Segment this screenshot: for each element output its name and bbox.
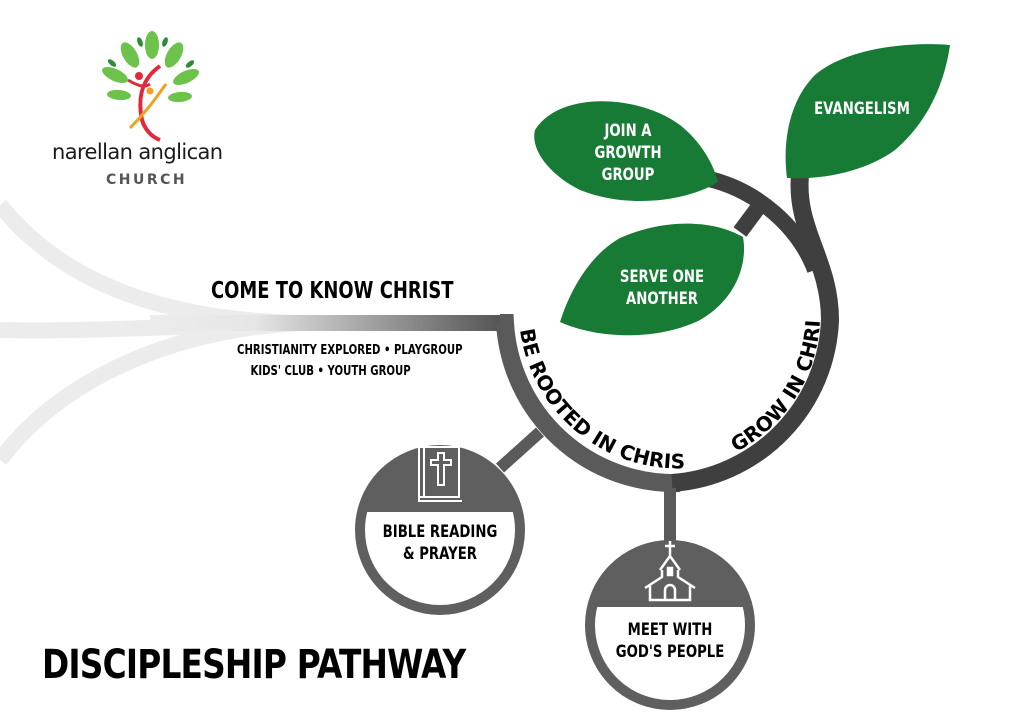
church-logo-icon	[102, 31, 199, 142]
leaf-serve	[560, 223, 745, 336]
come-to-know-activities-line1: CHRISTIANITY EXPLORED • PLAYGROUP	[237, 343, 463, 358]
root-labels: BIBLE READING & PRAYER MEET WITH GOD'S P…	[383, 521, 725, 661]
pathway-arc-grow	[671, 174, 840, 492]
leaf-serve-line1: SERVE ONE	[620, 266, 704, 286]
stem-growth-group	[703, 170, 823, 274]
leaf-serve-line2: ANOTHER	[626, 288, 698, 308]
leaf-evangelism	[785, 44, 950, 179]
bible-icon	[418, 446, 462, 502]
stem-serve	[733, 200, 767, 237]
pathway-arc-rooted	[496, 314, 681, 493]
page-title: DISCIPLESHIP PATHWAY	[42, 642, 466, 688]
leaf-evangelism-line1: EVANGELISM	[814, 98, 910, 118]
church-label-line2: GOD'S PEOPLE	[616, 641, 725, 661]
root-meet-gods-people	[585, 540, 755, 710]
come-to-know-label: COME TO KNOW CHRIST	[211, 278, 454, 304]
bible-label-line2: & PRAYER	[403, 543, 477, 563]
church-icon	[644, 541, 696, 602]
bible-label-line1: BIBLE READING	[383, 521, 498, 541]
come-to-know-activities-line2: KIDS' CLUB • YOUTH GROUP	[250, 364, 412, 379]
leaf-labels: JOIN A GROWTH GROUP SERVE ONE ANOTHER EV…	[594, 98, 909, 308]
logo-name: narellan anglican	[52, 140, 223, 164]
leaf-growth-line3: GROUP	[602, 164, 655, 184]
church-label-line1: MEET WITH	[628, 619, 713, 639]
leaf-growth-group	[534, 101, 718, 202]
leaf-growth-line1: JOIN A	[604, 120, 652, 140]
root-connector-bible	[495, 427, 545, 473]
faded-origin-paths	[0, 199, 301, 465]
root-bible-reading	[355, 445, 525, 615]
logo-subtitle: CHURCH	[106, 172, 188, 188]
leaf-growth-line2: GROWTH	[594, 142, 661, 162]
